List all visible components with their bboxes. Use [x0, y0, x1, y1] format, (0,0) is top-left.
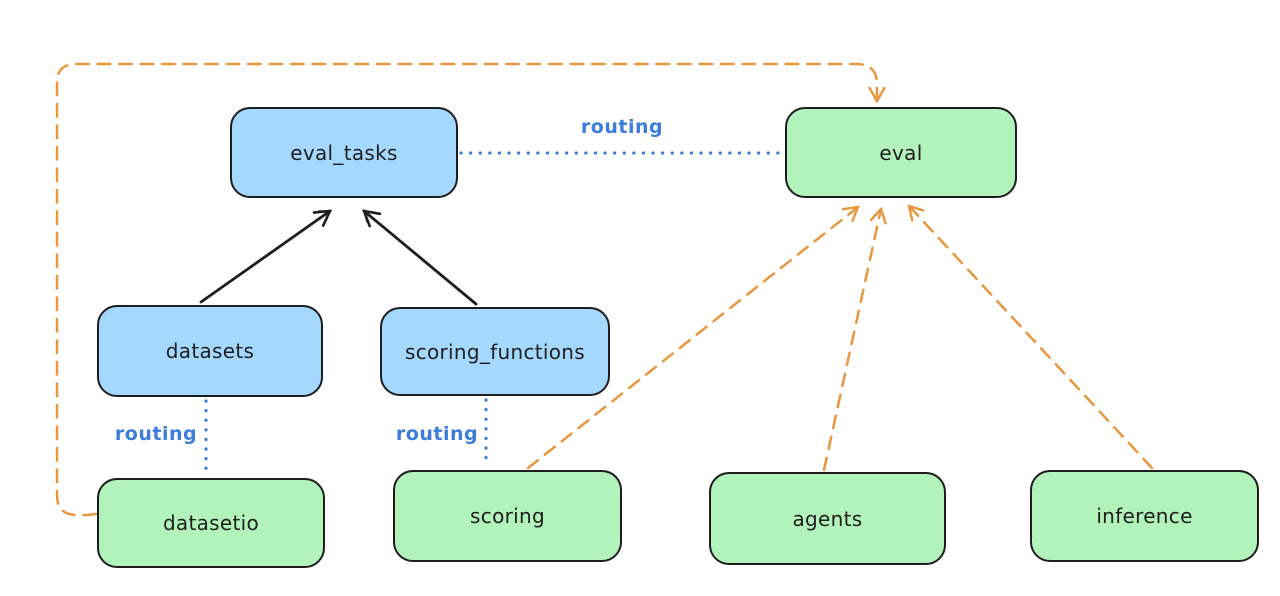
edge-scoring-functions-to-eval-tasks [364, 211, 478, 306]
edge-label-routing-eval-tasks-eval: routing [580, 116, 664, 138]
edge-inference-to-eval [909, 206, 1154, 470]
edge-datasets-to-eval-tasks [199, 211, 330, 304]
edge-label-routing-scoring-functions-scoring: routing [395, 423, 479, 445]
edge-agents-to-eval [822, 209, 881, 472]
node-scoring-functions: scoring_functions [380, 307, 610, 396]
node-datasets-label: datasets [165, 339, 255, 363]
node-scoring-label: scoring [470, 504, 545, 528]
node-scoring-functions-label: scoring_functions [404, 339, 586, 364]
node-inference-label: inference [1096, 504, 1193, 528]
node-scoring: scoring [393, 470, 622, 562]
node-datasets: datasets [97, 305, 323, 397]
node-eval-tasks: eval_tasks [230, 107, 458, 198]
edge-label-routing-datasets-datasetio: routing [114, 423, 198, 445]
edge-datasetio-to-eval [55, 62, 877, 517]
node-eval-tasks-label: eval_tasks [290, 140, 398, 165]
node-datasetio: datasetio [97, 478, 325, 568]
node-agents-label: agents [792, 506, 863, 531]
node-datasetio-label: datasetio [162, 511, 260, 535]
node-agents: agents [709, 472, 946, 565]
node-inference: inference [1030, 470, 1259, 562]
node-eval-label: eval [879, 140, 923, 165]
edge-scoring-to-eval [526, 207, 858, 470]
node-eval: eval [785, 107, 1017, 198]
